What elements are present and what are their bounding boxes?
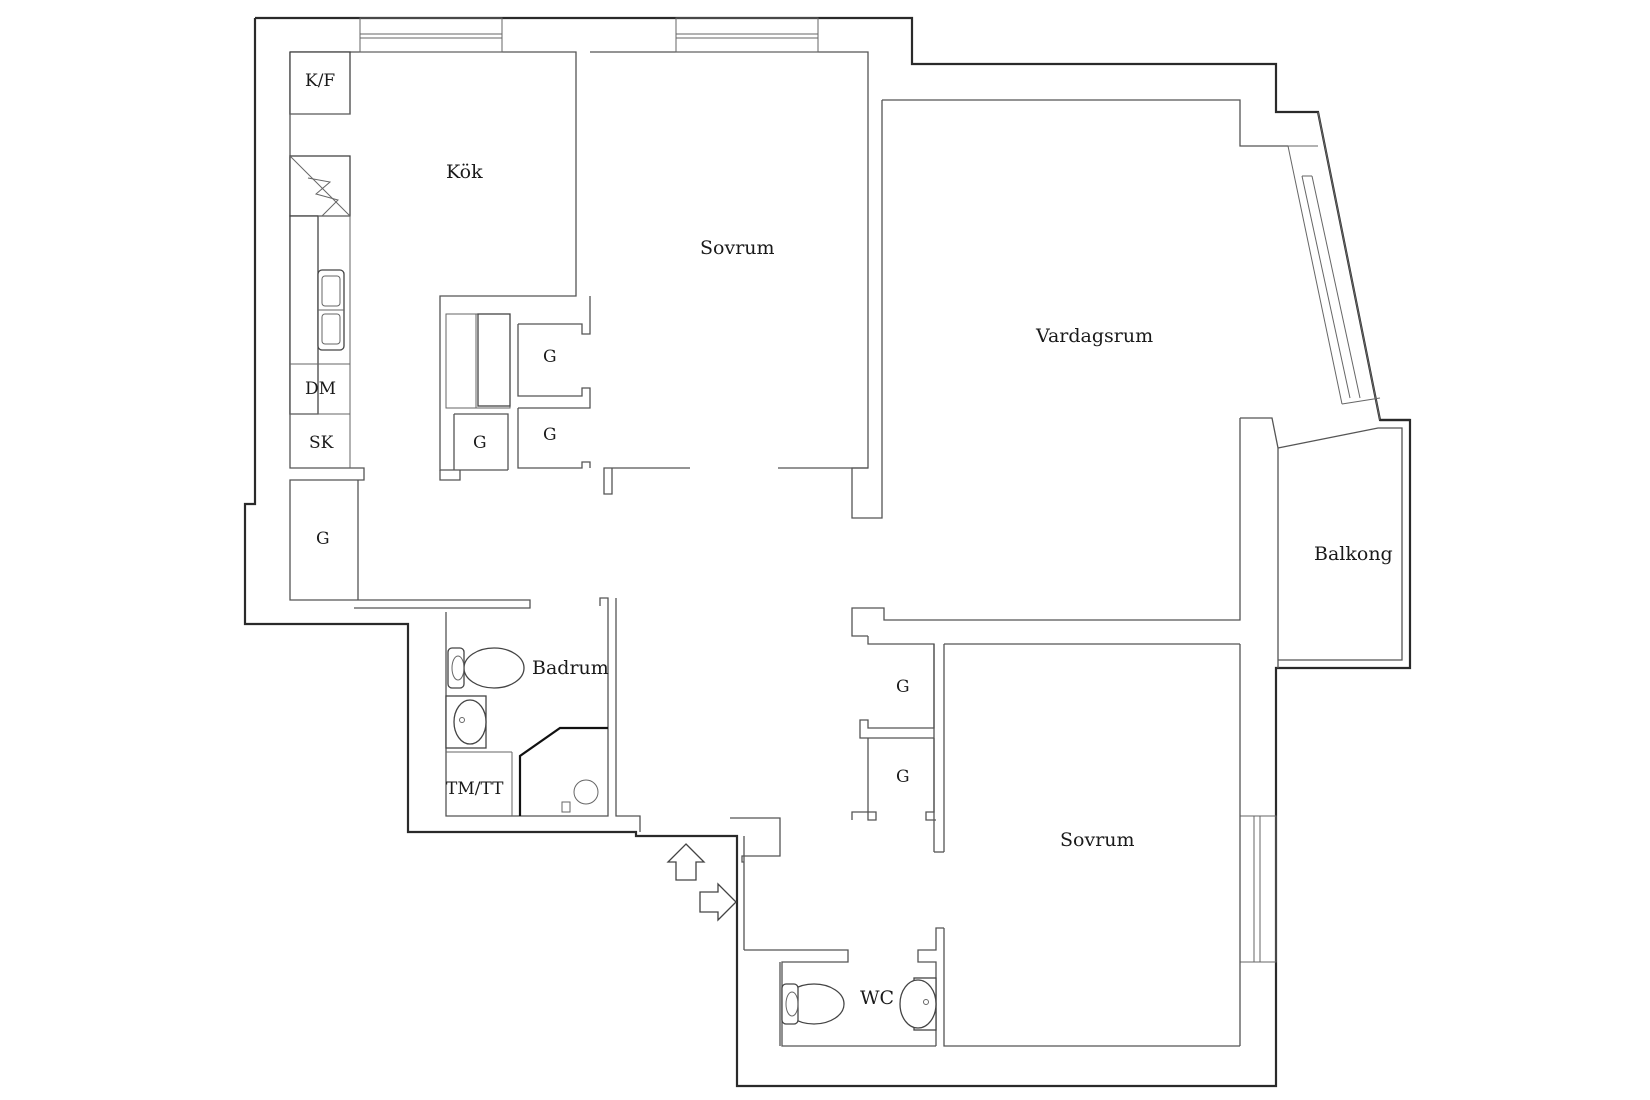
fridge-freezer-label: K/F: [305, 71, 335, 91]
bedroom-2-label: Sovrum: [1060, 829, 1135, 851]
balcony-label: Balkong: [1314, 543, 1393, 565]
kitchen-label: Kök: [446, 161, 483, 183]
living-room-label: Vardagsrum: [1035, 325, 1153, 347]
bathroom-sink: [445, 695, 487, 749]
bathroom-label: Badrum: [532, 657, 609, 679]
top-windows: [359, 17, 819, 53]
wardrobe-6-label: G: [896, 767, 910, 787]
wc-sink: [899, 977, 937, 1031]
tall-cabinet-label: SK: [309, 433, 334, 453]
right-closets: [851, 636, 1240, 853]
bedroom-1-label: Sovrum: [700, 237, 775, 259]
wc-label: WC: [860, 987, 894, 1009]
bathroom-toilet: [447, 647, 525, 689]
living-room-window: [1287, 111, 1381, 421]
entrance-area: [730, 817, 936, 1047]
balcony-outline: [1277, 418, 1410, 661]
wardrobe-2-label: G: [543, 425, 557, 445]
entrance-arrow-up: [666, 843, 706, 881]
wardrobe-4-label: G: [316, 529, 330, 549]
outer-walls: [243, 16, 1412, 1088]
entrance-arrow-right: [699, 882, 737, 922]
bedroom-window: [1239, 815, 1277, 963]
wardrobe-3-label: G: [473, 433, 487, 453]
central-closets: [439, 296, 591, 481]
washer-dryer-label: TM/TT: [446, 779, 504, 799]
wardrobe-1-label: G: [543, 347, 557, 367]
wc-toilet: [781, 983, 845, 1025]
bathroom-walls: [445, 597, 641, 832]
kitchen-counter: [289, 51, 351, 468]
bedroom-2-walls: [917, 644, 1241, 1047]
wardrobe-5-label: G: [896, 677, 910, 697]
dishwasher-label: DM: [305, 379, 336, 399]
